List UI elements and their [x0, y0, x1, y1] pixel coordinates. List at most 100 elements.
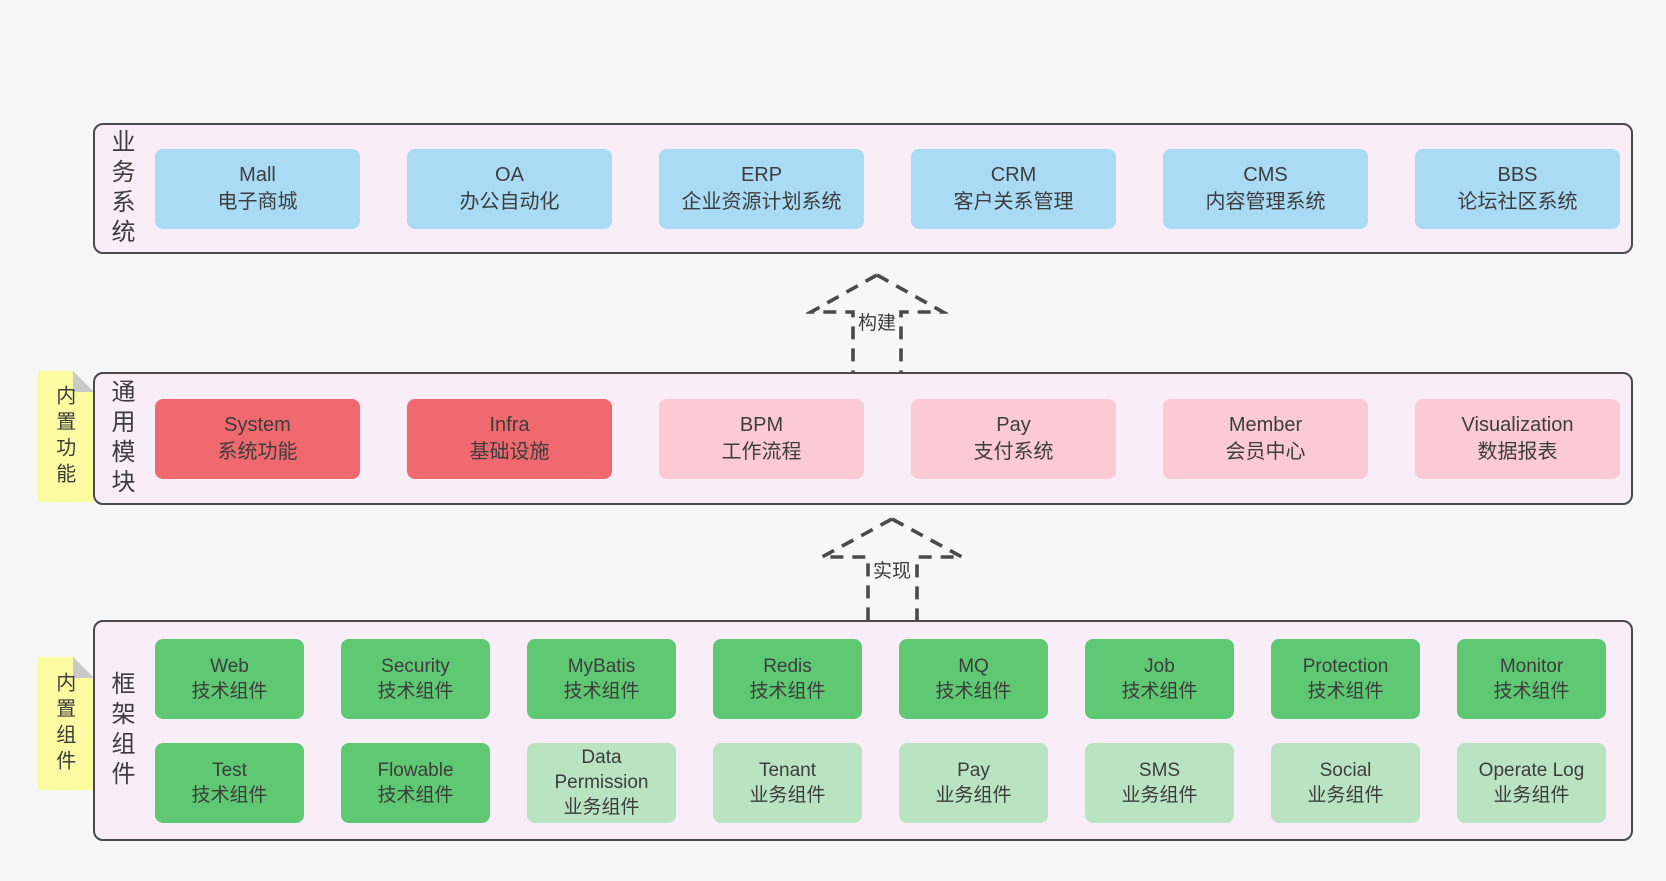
box-data-permission: Data Permission 业务组件 — [527, 742, 676, 823]
box-subtitle: 支付系统 — [973, 440, 1054, 463]
box-title: System — [224, 413, 291, 436]
box-title: Visualization — [1461, 413, 1574, 436]
box-title: Test — [212, 759, 247, 781]
dashed-up-arrow-icon — [806, 273, 948, 372]
box-visualization: Visualization 数据报表 — [1415, 398, 1620, 479]
box-title: Social — [1319, 759, 1372, 781]
box-subtitle: 客户关系管理 — [953, 190, 1074, 213]
band-label-common-modules: 通用模块 — [107, 378, 134, 499]
box-subtitle: 技术组件 — [377, 784, 454, 806]
box-subtitle: 技术组件 — [191, 784, 268, 806]
band-label-framework-components: 框架组件 — [107, 670, 134, 791]
box-title: CMS — [1243, 163, 1288, 186]
box-erp: ERP 企业资源计划系统 — [659, 148, 864, 229]
box-subtitle: 业务组件 — [1121, 784, 1198, 806]
box-oa: OA 办公自动化 — [407, 148, 612, 229]
box-subtitle: 技术组件 — [377, 680, 454, 702]
box-title: Security — [381, 655, 450, 677]
box-title: CRM — [990, 163, 1037, 186]
box-subtitle: 技术组件 — [191, 680, 268, 702]
box-subtitle: 数据报表 — [1477, 440, 1558, 463]
box-title: Mall — [239, 163, 276, 186]
box-monitor: Monitor 技术组件 — [1457, 638, 1606, 719]
box-subtitle: 工作流程 — [721, 440, 802, 463]
sticky-built-in-features-label: 内置功能 — [52, 384, 75, 489]
module-row: Mall 电子商城 OA 办公自动化 ERP 企业资源计划系统 CRM 客户关系管理 CMS 内容… — [155, 148, 1620, 229]
box-title: OA — [495, 163, 524, 186]
box-title: Monitor — [1499, 655, 1564, 677]
box-bpm: BPM 工作流程 — [659, 398, 864, 479]
box-title: Protection — [1302, 655, 1389, 677]
box-subtitle: 技术组件 — [1307, 680, 1384, 702]
box-subtitle: 业务组件 — [1307, 784, 1384, 806]
box-subtitle: 技术组件 — [1493, 680, 1570, 702]
box-title: Job — [1144, 655, 1175, 677]
box-subtitle: 技术组件 — [1121, 680, 1198, 702]
band-rows-business-systems: Mall 电子商城 OA 办公自动化 ERP 企业资源计划系统 CRM 客户关系管理 CMS 内容… — [155, 125, 1623, 252]
box-subtitle: 技术组件 — [563, 680, 640, 702]
dashed-up-arrow-icon — [821, 517, 963, 620]
folded-corner-icon — [73, 371, 94, 392]
box-title: Member — [1228, 413, 1303, 436]
box-title: Web — [210, 655, 249, 677]
box-member: Member 会员中心 — [1163, 398, 1368, 479]
box-subtitle: 办公自动化 — [459, 190, 560, 213]
box-crm: CRM 客户关系管理 — [911, 148, 1116, 229]
box-title: Data Permission — [554, 747, 649, 793]
box-subtitle: 技术组件 — [935, 680, 1012, 702]
box-title: Operate Log — [1478, 759, 1585, 781]
box-title: ERP — [740, 163, 783, 186]
sticky-built-in-components-label: 内置组件 — [52, 671, 75, 776]
band-label-business-systems: 业务系统 — [107, 128, 134, 249]
box-title: BPM — [739, 413, 784, 436]
box-title: SMS — [1138, 759, 1181, 781]
box-title: Pay — [996, 413, 1031, 436]
box-web: Web 技术组件 — [155, 638, 304, 719]
band-business-systems: 业务系统 Mall 电子商城 OA 办公自动化 ERP 企业资源计划系统 CRM 客户关系管理… — [93, 123, 1633, 254]
box-tenant: Tenant 业务组件 — [713, 742, 862, 823]
box-subtitle: 业务组件 — [935, 784, 1012, 806]
box-title: Tenant — [758, 759, 817, 781]
box-protection: Protection 技术组件 — [1271, 638, 1420, 719]
folded-corner-icon — [73, 657, 94, 678]
build-arrow-label: 构建 — [854, 312, 900, 336]
build-arrow: 构建 — [806, 271, 948, 372]
box-subtitle: 业务组件 — [563, 797, 640, 818]
box-job: Job 技术组件 — [1085, 638, 1234, 719]
box-subtitle: 论坛社区系统 — [1457, 190, 1578, 213]
box-title: Redis — [763, 655, 812, 677]
box-subtitle: 业务组件 — [749, 784, 826, 806]
box-test: Test 技术组件 — [155, 742, 304, 823]
box-subtitle: 业务组件 — [1493, 784, 1570, 806]
box-subtitle: 电子商城 — [217, 190, 298, 213]
box-subtitle: 会员中心 — [1225, 440, 1306, 463]
box-social: Social 业务组件 — [1271, 742, 1420, 823]
box-subtitle: 系统功能 — [217, 440, 298, 463]
box-pay: Pay 支付系统 — [911, 398, 1116, 479]
box-subtitle: 基础设施 — [469, 440, 550, 463]
box-subtitle: 企业资源计划系统 — [681, 190, 842, 213]
box-security: Security 技术组件 — [341, 638, 490, 719]
box-mall: Mall 电子商城 — [155, 148, 360, 229]
box-operate-log: Operate Log 业务组件 — [1457, 742, 1606, 823]
sticky-built-in-features: 内置功能 — [38, 371, 94, 502]
implement-arrow-label: 实现 — [869, 560, 915, 584]
sticky-built-in-components: 内置组件 — [38, 657, 94, 790]
box-system: System 系统功能 — [155, 398, 360, 479]
box-subtitle: 内容管理系统 — [1205, 190, 1326, 213]
box-cms: CMS 内容管理系统 — [1163, 148, 1368, 229]
